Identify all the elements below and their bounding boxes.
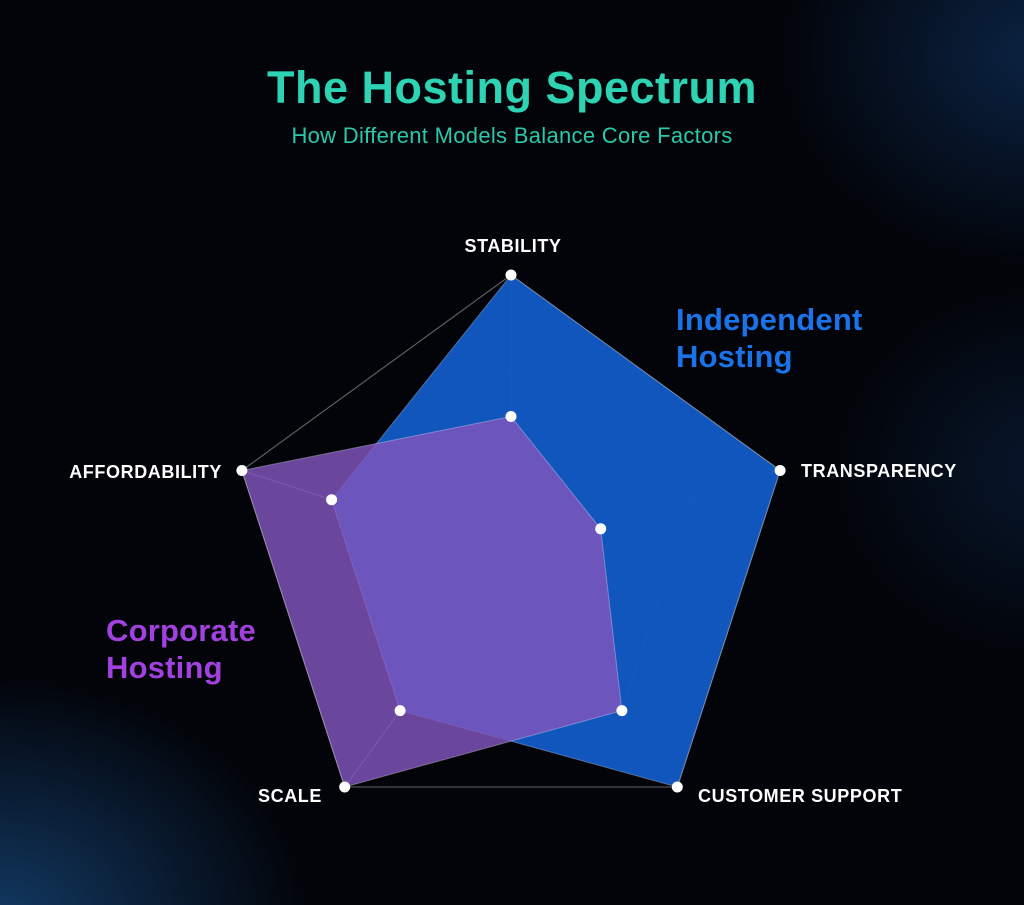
axis-label-stability: STABILITY — [464, 236, 562, 256]
axis-label-transparency: TRANSPARENCY — [801, 461, 957, 481]
data-point-independent-1 — [774, 465, 786, 476]
page-subtitle: How Different Models Balance Core Factor… — [291, 123, 733, 148]
axis-label-affordability: AFFORDABILITY — [69, 462, 222, 482]
legend-corporate-line2: Hosting — [106, 650, 223, 685]
axis-label-scale: SCALE — [257, 786, 322, 806]
axis-label-customer-support: CUSTOMER SUPPORT — [698, 786, 903, 806]
data-point-corporate-2 — [616, 705, 628, 717]
data-point-corporate-1 — [595, 523, 607, 535]
corporate-hosting-polygon — [241, 415, 623, 788]
data-point-independent-0 — [505, 269, 517, 281]
legend-independent-line1: Independent — [676, 302, 863, 337]
legend-independent-hosting: Independent Hosting — [676, 301, 862, 375]
data-point-corporate-0 — [505, 411, 517, 422]
legend-corporate-hosting: Corporate Hosting — [106, 612, 256, 686]
data-point-independent-3 — [394, 705, 406, 717]
data-point-corporate-4 — [236, 465, 248, 476]
legend-independent-line2: Hosting — [676, 339, 793, 374]
page-title: The Hosting Spectrum — [266, 62, 758, 113]
legend-corporate-line1: Corporate — [106, 613, 256, 648]
data-point-independent-2 — [671, 781, 683, 793]
data-point-independent-4 — [326, 494, 338, 506]
data-point-corporate-3 — [339, 781, 351, 793]
grid-ring-3 — [241, 274, 781, 788]
